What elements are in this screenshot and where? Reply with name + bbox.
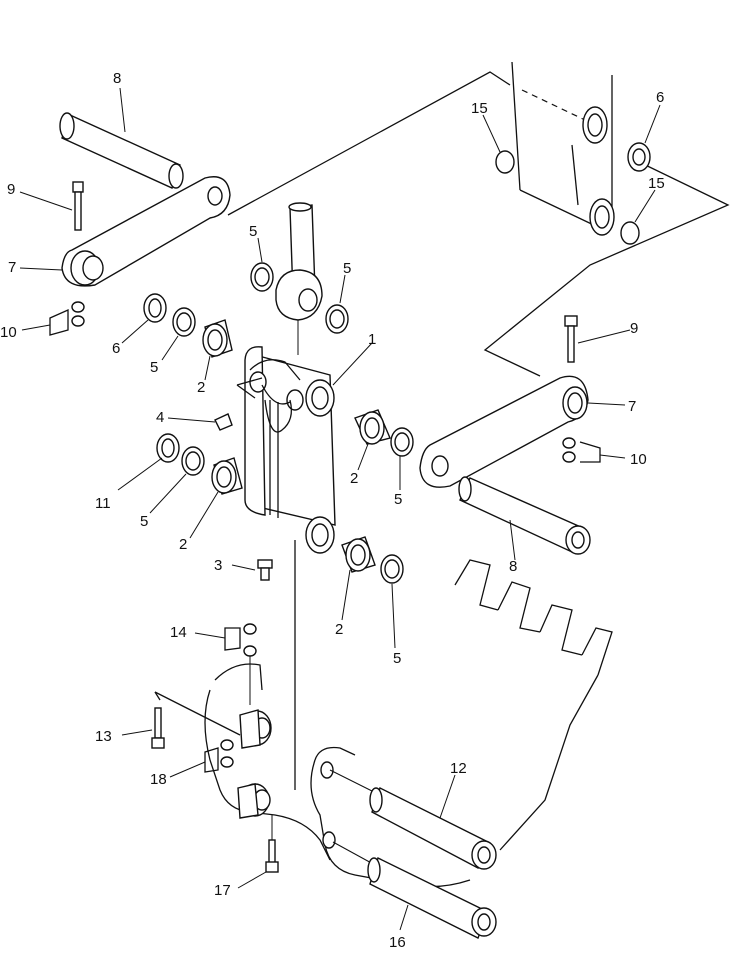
callout-8-top: 8	[113, 70, 121, 87]
pins-bottom	[329, 769, 497, 939]
callout-2-a: 2	[197, 379, 205, 396]
callout-2-d: 2	[335, 621, 343, 638]
callout-18: 18	[150, 771, 167, 788]
lower-fasteners	[151, 623, 279, 873]
callout-9-left: 9	[7, 181, 15, 198]
callout-17: 17	[214, 882, 231, 899]
callout-15-b: 15	[648, 175, 665, 192]
callout-8-right: 8	[509, 558, 517, 575]
callout-15-a: 15	[471, 100, 488, 117]
callout-1: 1	[368, 331, 376, 348]
reference-lines	[154, 61, 730, 790]
callout-12: 12	[450, 760, 467, 777]
link-right	[419, 375, 589, 488]
callout-6-right: 6	[656, 89, 664, 106]
fittings	[214, 413, 273, 581]
boom-mount	[582, 106, 615, 236]
arm-cylinder-rod	[275, 202, 323, 355]
callout-14: 14	[170, 624, 187, 641]
bucket-plate	[204, 663, 471, 888]
pin-upper-left	[59, 112, 184, 189]
bolts-9	[72, 181, 578, 363]
callout-10-left: 10	[0, 324, 17, 341]
pin-right	[458, 476, 591, 555]
callout-4: 4	[156, 409, 164, 426]
main-link	[236, 346, 336, 554]
callout-7-left: 7	[8, 259, 16, 276]
callout-5-c: 5	[150, 359, 158, 376]
callout-13: 13	[95, 728, 112, 745]
callout-11: 11	[95, 495, 111, 512]
callout-2-c: 2	[350, 470, 358, 487]
callout-5-a: 5	[249, 223, 257, 240]
bushings	[172, 262, 414, 584]
callout-2-b: 2	[179, 536, 187, 553]
callout-7-right: 7	[628, 398, 636, 415]
callouts: 8 9 7 10 5 5 6 5 2 1 15 6 15 9 7 10 4 11…	[0, 70, 665, 951]
callout-16: 16	[389, 934, 406, 948]
callout-5-d: 5	[140, 513, 148, 530]
leader-lines	[19, 87, 661, 931]
callout-5-e: 5	[394, 491, 402, 508]
callout-5-b: 5	[343, 260, 351, 277]
seals	[143, 142, 651, 463]
callout-5-f: 5	[393, 650, 401, 667]
callout-3: 3	[214, 557, 222, 574]
callout-10-right: 10	[630, 451, 647, 468]
link-upper-left	[61, 176, 231, 287]
bucket-teeth	[454, 559, 613, 851]
callout-9-right: 9	[630, 320, 638, 337]
callout-6-left: 6	[112, 340, 120, 357]
